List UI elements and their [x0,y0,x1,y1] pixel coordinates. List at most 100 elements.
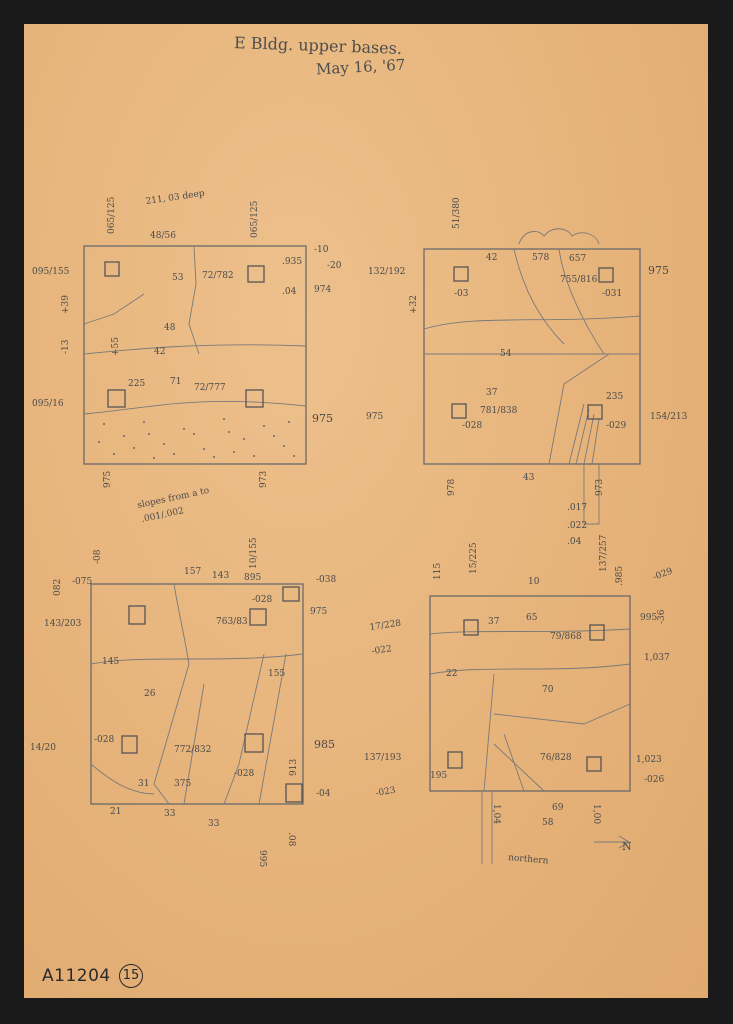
tl-label: 225 [128,379,145,389]
br-square-2 [589,624,605,641]
tr-label: 154/213 [650,412,688,422]
tr-label: 755/816 [560,275,598,285]
tl-label: 48 [164,323,176,333]
br-label: 137/257 [599,534,609,572]
br-label: 995 [640,613,657,623]
tl-label: 42 [154,347,165,357]
tl-crack-2 [188,245,200,355]
tr-label: 578 [532,253,549,263]
tl-label: 211, 03 deep [145,189,205,207]
bl-label: -028 [252,595,272,605]
bl-label: 33 [208,819,220,829]
bl-label: -028 [234,769,254,779]
tl-label: 973 [259,471,269,488]
tr-square-2 [598,267,614,283]
tr-label: 973 [595,479,605,496]
br-label: -022 [371,644,392,657]
sketch-layer: 211, 03 deep 48/56 065/125 065/125 095/1… [30,189,688,868]
tl-label: 095/155 [32,267,70,277]
br-crack-2 [429,663,631,675]
tr-crack-3 [513,248,565,345]
bl-label: 26 [144,689,156,699]
sketch-top-right: 51/380 132/192 42 578 657 755/816 975 -0… [366,197,688,547]
bl-label: -075 [72,577,92,587]
bl-label: 14/20 [30,743,56,753]
tr-label: .04 [567,537,582,547]
bl-label: .08 [286,832,296,847]
br-label: 70 [542,685,554,695]
bl-label: 143 [212,571,229,581]
br-square-4 [586,756,602,772]
bl-label: 763/83 [216,617,248,627]
br-label: 1,023 [636,755,662,765]
br-label: 37 [488,617,500,627]
tr-label: -028 [462,421,482,431]
bl-diag-4 [258,653,287,805]
br-diag-1 [483,673,495,792]
bl-label: 975 [310,607,327,617]
tr-label: -031 [602,289,622,299]
tr-hatch [568,403,600,465]
bl-label: 145 [102,657,119,667]
br-square-1 [463,619,479,636]
tl-stipple [98,418,295,459]
tr-outline [423,248,641,465]
bl-label: 33 [164,809,176,819]
tl-square-3 [107,389,126,408]
bl-label: -028 [94,735,114,745]
br-square-3 [447,751,463,769]
sketch-top-left: 211, 03 deep 48/56 065/125 065/125 095/1… [32,189,342,525]
bl-label: 375 [174,779,191,789]
tl-label: 974 [314,285,331,295]
br-label: N [622,840,632,853]
br-label: 195 [430,771,447,781]
tr-label: -03 [454,289,469,299]
bl-label: 157 [184,567,201,577]
br-label: 22 [446,669,457,679]
tl-square-4 [245,389,264,408]
tl-square-2 [247,265,265,283]
br-outline [429,595,631,792]
br-label: 76/828 [540,753,572,763]
tl-square-1 [104,261,120,277]
bl-label: -038 [316,575,336,585]
sketch-bottom-left: 082 -08 -075 143/203 157 143 895 10/155 … [30,537,336,867]
bl-diag-1 [153,663,190,805]
bl-label: 895 [244,573,261,583]
bl-label: 10/155 [249,537,259,569]
tr-probe [583,464,600,525]
bl-label: 31 [138,779,149,789]
tr-square-3 [451,403,467,419]
br-label: northern [508,853,549,866]
bl-label: 082 [53,579,63,596]
br-label: 17/228 [369,619,402,633]
tr-label: 54 [500,349,512,359]
tr-label: 975 [648,264,669,277]
tl-label: 065/125 [107,196,117,234]
br-label: 65 [526,613,538,623]
tl-label: 72/777 [194,383,226,393]
br-label: 10 [528,577,540,587]
tl-label: 48/56 [150,231,176,241]
sheet-number-circle: 15 [119,964,143,988]
bl-label: -08 [93,549,103,564]
tr-label: -029 [606,421,626,431]
tr-crack-1 [423,315,641,330]
tl-label: 065/125 [250,200,260,238]
tr-label: 43 [523,473,535,483]
tr-rubble [518,228,600,245]
bl-label: 143/203 [44,619,82,629]
tr-label: 37 [486,388,498,398]
bl-label: 21 [110,807,121,817]
br-label: 1,04 [491,804,501,824]
tr-square-1 [453,266,469,282]
br-north-arrow [594,835,630,849]
bl-label: 155 [268,669,285,679]
bl-crack-1 [90,653,304,665]
tr-square-4 [587,404,603,420]
bl-crack-2 [173,583,190,665]
bl-square-1 [128,605,146,625]
tl-outline [83,245,307,465]
bl-label: 913 [289,759,299,776]
tl-crack-3 [83,293,145,325]
